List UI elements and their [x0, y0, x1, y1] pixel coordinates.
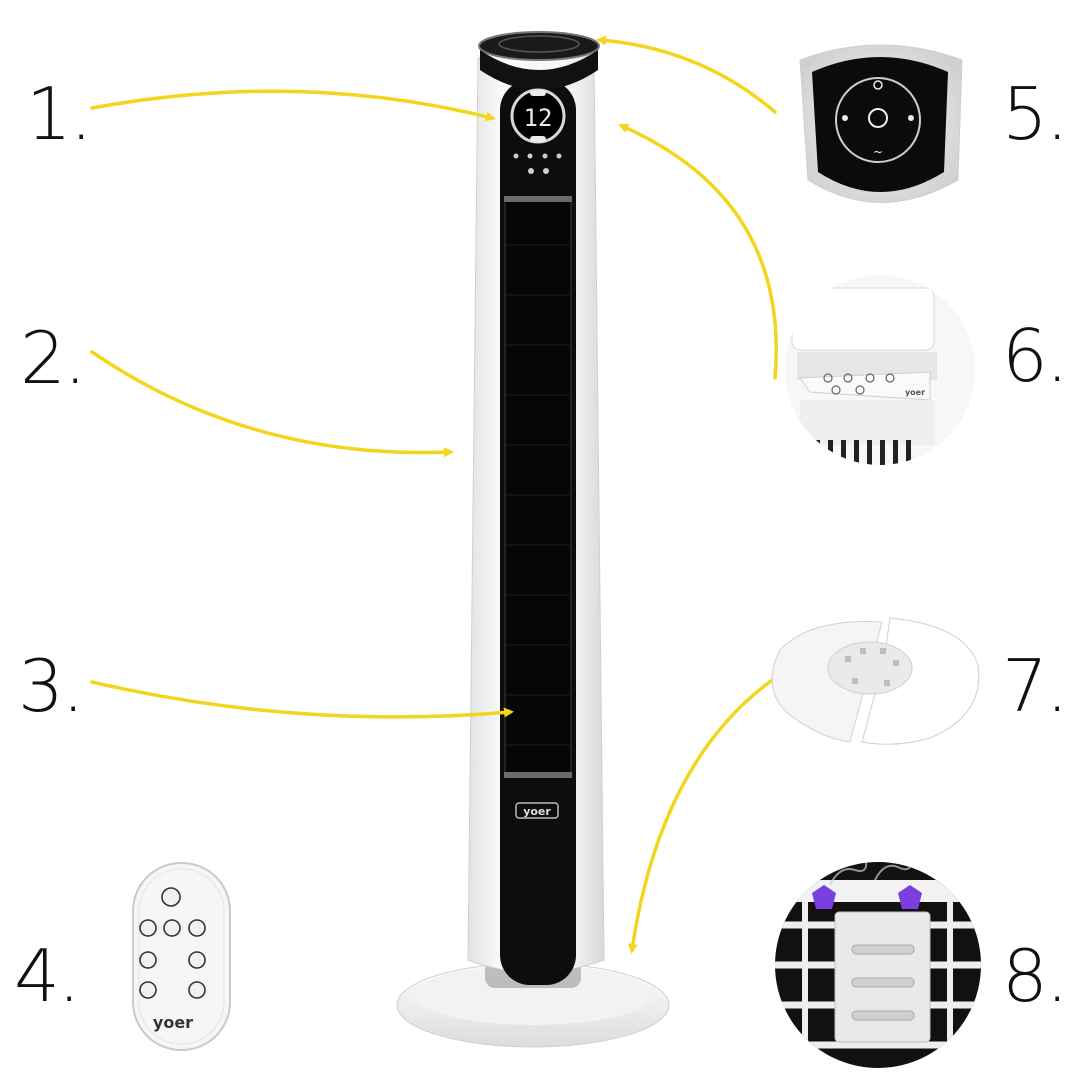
panel-power-icon — [868, 108, 888, 128]
label-5: 5. — [1002, 72, 1069, 156]
arrow-5 — [596, 35, 777, 114]
bottom-panel-closeup: yoer — [785, 275, 975, 465]
label-2: 2. — [20, 316, 87, 400]
label-3: 3. — [18, 644, 85, 728]
fan-brand-logo: yoer — [523, 805, 551, 818]
fan-grille — [504, 199, 572, 776]
aroma-box-closeup — [775, 862, 981, 1068]
label-8: 8. — [1002, 934, 1069, 1018]
fan-touch-icons — [513, 153, 562, 174]
arrow-7 — [627, 676, 777, 954]
arrow-1 — [90, 89, 496, 122]
arrow-3 — [90, 680, 514, 719]
control-panel-closeup: ~ — [799, 44, 963, 203]
remote-power-button — [161, 887, 181, 907]
base-pieces — [771, 617, 980, 745]
label-6: 6. — [1002, 314, 1069, 398]
label-7: 7. — [1002, 644, 1069, 728]
fan-louvers — [505, 244, 571, 746]
tower-fan: 12 yoer — [396, 31, 670, 1048]
fan-display-value: 12 — [524, 104, 553, 132]
callout-arrows — [90, 35, 778, 954]
panel6-brand-logo: yoer — [905, 388, 925, 397]
arrow-2 — [90, 350, 454, 458]
label-1: 1. — [26, 72, 93, 156]
remote-brand-logo: yoer — [153, 1013, 193, 1032]
aroma-tray — [834, 911, 931, 1043]
arrow-6 — [618, 123, 778, 380]
svg-text:~: ~ — [873, 145, 883, 159]
aroma-clips — [812, 885, 922, 909]
label-4: 4. — [14, 934, 81, 1018]
remote-control: yoer — [132, 862, 231, 1051]
